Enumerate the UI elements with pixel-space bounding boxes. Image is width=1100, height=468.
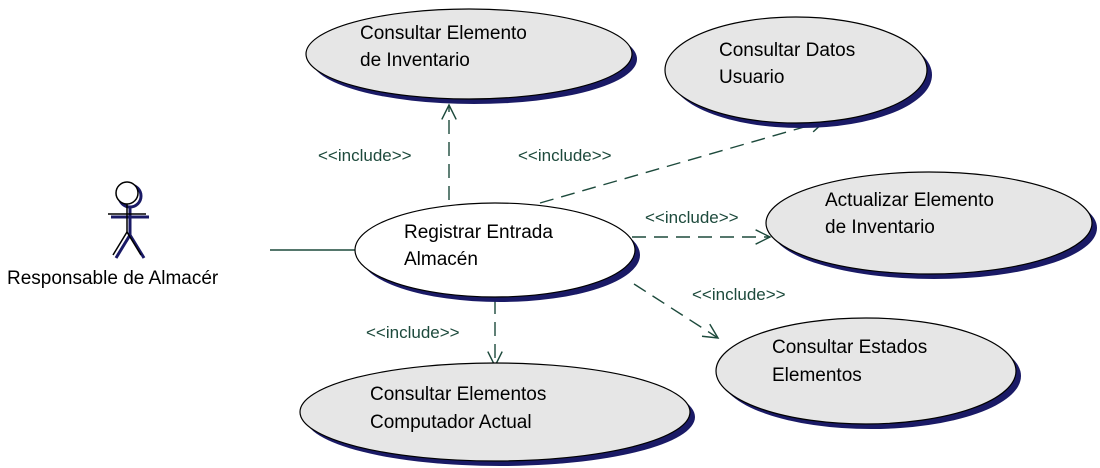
include-arrow-datos-usuario — [539, 117, 827, 204]
use-case-label-line1: Actualizar Elemento — [825, 190, 994, 211]
use-case-label-line1: Registrar Entrada — [404, 222, 553, 243]
actor-label: Responsable de Almacér — [7, 268, 219, 289]
use-case-label-line2: Usuario — [719, 67, 784, 88]
use-case-registrar-entrada-almacen[interactable]: Registrar Entrada Almacén — [354, 202, 640, 302]
actor-stick-figure-icon — [108, 181, 149, 259]
include-label-elemento-inventario: <<include>> — [318, 146, 412, 165]
include-label-computador: <<include>> — [366, 323, 460, 342]
use-case-consultar-estados-elementos[interactable]: Consultar Estados Elementos — [715, 317, 1021, 429]
actor-responsable[interactable]: Responsable de Almacér — [7, 181, 219, 289]
use-case-label-line1: Consultar Estados — [772, 337, 927, 358]
use-case-label-line2: Elementos — [772, 365, 862, 386]
use-case-consultar-datos-usuario[interactable]: Consultar Datos Usuario — [664, 16, 932, 128]
use-case-actualizar-elemento-inventario[interactable]: Actualizar Elemento de Inventario — [765, 171, 1097, 279]
use-case-consultar-elementos-computador[interactable]: Consultar Elementos Computador Actual — [299, 362, 695, 466]
use-case-label-line1: Consultar Elemento — [360, 23, 527, 44]
include-label-datos-usuario: <<include>> — [518, 146, 612, 165]
use-case-label-line2: Almacén — [404, 249, 478, 270]
include-arrow-estados — [633, 283, 720, 339]
use-case-label-line1: Consultar Datos — [719, 40, 855, 61]
use-case-label-line1: Consultar Elementos — [370, 384, 546, 405]
use-case-consultar-elemento-inventario[interactable]: Consultar Elemento de Inventario — [305, 8, 637, 104]
use-case-label-line2: de Inventario — [360, 50, 470, 71]
use-case-label-line2: Computador Actual — [370, 412, 532, 433]
include-label-actualizar: <<include>> — [645, 208, 739, 227]
use-case-label-line2: de Inventario — [825, 217, 935, 238]
include-label-estados: <<include>> — [692, 285, 786, 304]
